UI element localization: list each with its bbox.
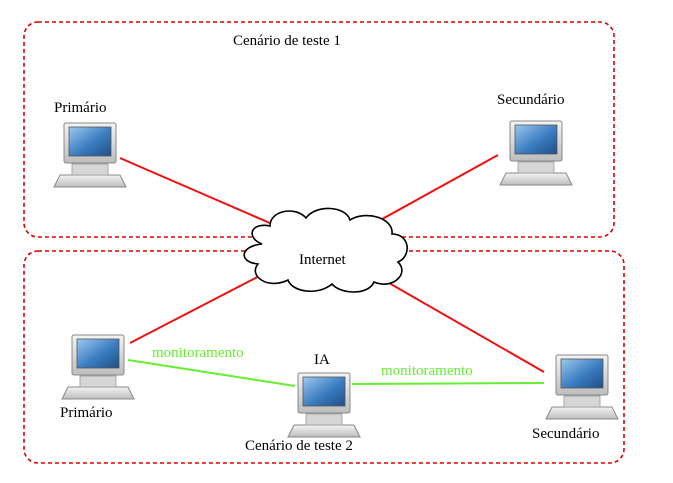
label-monitor-right: monitoramento xyxy=(381,363,473,379)
label-internet: Internet xyxy=(299,252,346,268)
scenario-2-boundary xyxy=(23,250,625,464)
label-secondary-bottom: Secundário xyxy=(532,426,600,442)
link-primary-bottom-internet xyxy=(129,271,268,344)
link-secondary-top-internet xyxy=(365,154,499,229)
link-monitor-right xyxy=(351,382,545,385)
scenario-2-title: Cenário de teste 2 xyxy=(245,438,353,454)
computer-primary-top xyxy=(53,122,127,188)
link-secondary-bottom-internet xyxy=(381,278,545,373)
internet-cloud xyxy=(243,207,408,293)
computer-secondary-bottom xyxy=(545,354,619,420)
computer-primary-bottom xyxy=(61,334,135,400)
label-secondary-top: Secundário xyxy=(497,92,565,108)
label-ia: IA xyxy=(314,352,330,368)
link-primary-top-internet xyxy=(119,157,287,231)
computer-ia xyxy=(287,372,361,438)
label-primary-bottom: Primário xyxy=(60,405,113,421)
computer-secondary-top xyxy=(499,120,573,186)
label-primary-top: Primário xyxy=(54,100,107,116)
link-monitor-left xyxy=(127,359,296,387)
scenario-1-title: Cenário de teste 1 xyxy=(233,33,341,49)
label-monitor-left: monitoramento xyxy=(152,345,244,361)
